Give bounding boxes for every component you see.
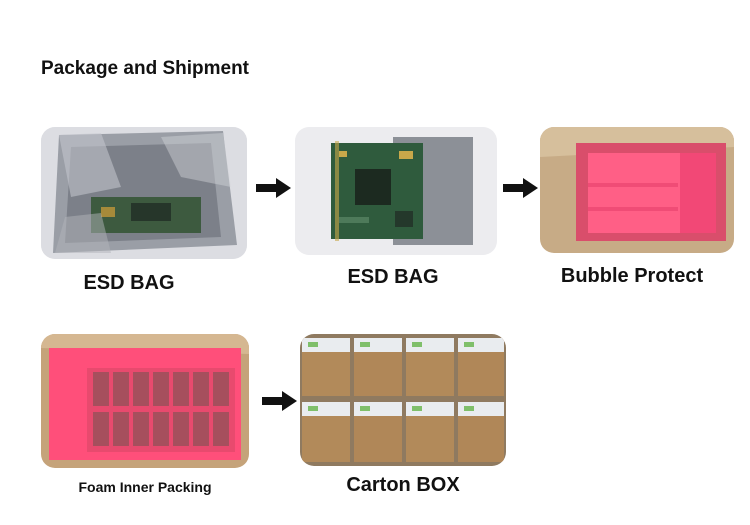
step-caption: Carton BOX (346, 474, 460, 496)
step-caption: ESD BAG (83, 272, 175, 294)
page-title: Package and Shipment (41, 58, 250, 79)
foam-inner-packing-image (41, 334, 249, 468)
step-caption: Foam Inner Packing (78, 479, 212, 495)
carton-box-stack-image (300, 334, 506, 466)
bubble-protect-box-image (540, 127, 734, 253)
esd-bag-open-board-image (295, 127, 497, 255)
esd-bag-sealed-image (41, 127, 247, 259)
right-arrow-icon (262, 391, 297, 411)
step-caption: Bubble Protect (560, 265, 704, 287)
right-arrow-icon (503, 178, 538, 198)
right-arrow-icon (256, 178, 291, 198)
step-caption: ESD BAG (347, 266, 439, 288)
